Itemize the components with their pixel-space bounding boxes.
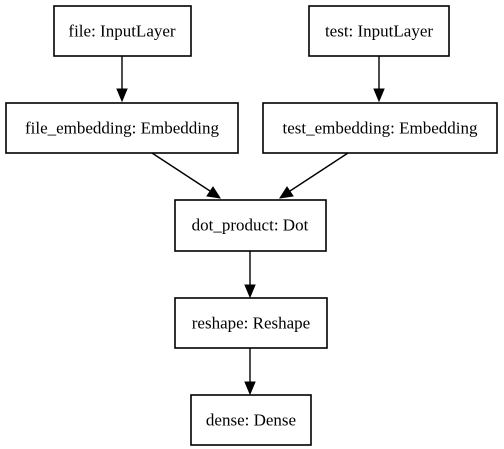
node-reshape: reshape: Reshape	[174, 297, 328, 349]
node-file-label: file: InputLayer	[68, 22, 175, 41]
node-dense: dense: Dense	[190, 394, 312, 446]
node-test-embedding-label: test_embedding: Embedding	[283, 119, 478, 138]
node-dense-label: dense: Dense	[206, 411, 296, 430]
node-test-label: test: InputLayer	[325, 22, 433, 41]
edge-file-to-file-embedding	[116, 56, 128, 103]
node-file-embedding: file_embedding: Embedding	[5, 102, 239, 154]
edge-reshape-to-dense	[244, 348, 256, 396]
node-dot-product: dot_product: Dot	[174, 199, 327, 252]
node-file: file: InputLayer	[53, 5, 192, 57]
node-test: test: InputLayer	[308, 5, 450, 57]
edge-test-to-test-embedding	[373, 56, 385, 103]
edge-dot-product-to-reshape	[244, 251, 256, 299]
edge-test-embedding-to-dot-product	[278, 152, 349, 199]
node-file-embedding-label: file_embedding: Embedding	[25, 119, 220, 138]
node-test-embedding: test_embedding: Embedding	[262, 102, 498, 154]
node-reshape-label: reshape: Reshape	[192, 314, 310, 333]
node-dot-product-label: dot_product: Dot	[192, 216, 309, 235]
graph-edges	[116, 56, 385, 396]
edge-file-embedding-to-dot-product	[151, 152, 222, 199]
